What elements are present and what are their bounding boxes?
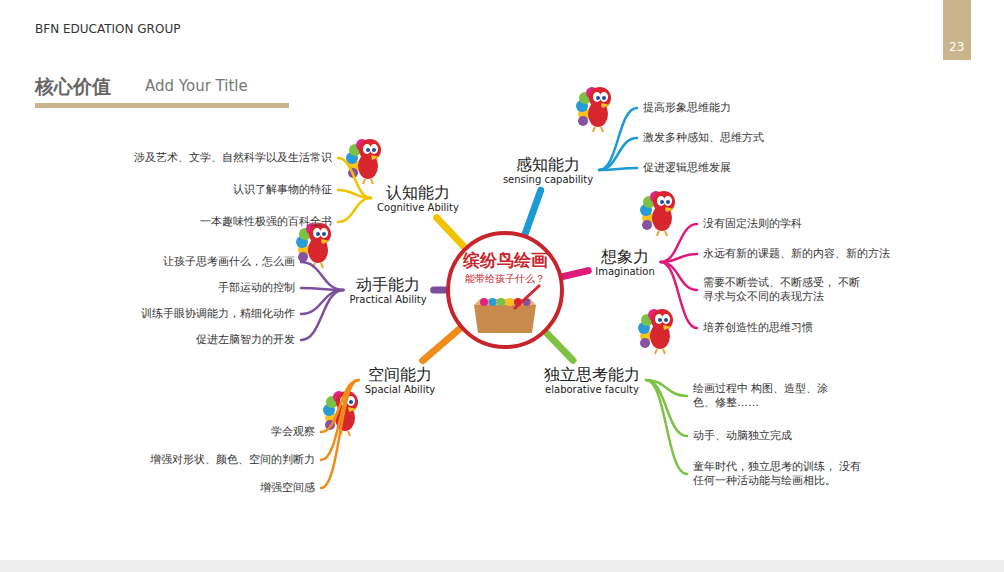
leaf-text-line: 增强空间感 <box>260 481 315 495</box>
center-subtitle: 能带给孩子什么？ <box>444 272 566 286</box>
leaf-text: 促进左脑智力的开发 <box>193 331 298 349</box>
center-title: 缤纷鸟绘画 <box>444 249 566 272</box>
title-underline <box>35 103 289 108</box>
sub-branch <box>301 290 343 314</box>
company-name: BFN EDUCATION GROUP <box>35 22 180 36</box>
sub-branch <box>338 190 371 198</box>
center-circle-outline <box>444 229 566 351</box>
leaf-text: 学会观察 <box>268 423 318 441</box>
branch-label: 空间能力Spacial Ability <box>361 363 440 398</box>
leaf-text-line: 促进左脑智力的开发 <box>196 333 295 347</box>
leaf-text-line: 认识了解事物的特征 <box>233 183 332 197</box>
branch-english: elaborative faculty <box>544 384 640 396</box>
branch-title: 认知能力 <box>377 183 459 202</box>
leaf-text-line: 没有固定法则的学科 <box>703 217 802 231</box>
leaf-text: 认识了解事物的特征 <box>230 181 335 199</box>
leaf-text-line: 学会观察 <box>271 425 315 439</box>
leaf-text-line: 提高形象思维能力 <box>643 101 731 115</box>
leaf-text: 培养创造性的思维习惯 <box>700 319 816 337</box>
main-branch <box>434 287 446 294</box>
leaf-text: 训练手眼协调能力，精细化动作 <box>138 305 298 323</box>
sub-branch <box>661 262 697 290</box>
main-branch <box>423 328 461 360</box>
leaf-text-line: 训练手眼协调能力，精细化动作 <box>141 307 295 321</box>
branch-english: Spacial Ability <box>365 384 436 396</box>
leaf-text: 一本趣味性极强的百科全书 <box>197 213 335 231</box>
branch-english: Imagination <box>595 266 655 278</box>
page-tab <box>943 0 971 60</box>
page-number: 23 <box>949 40 964 54</box>
leaf-text-line: 需要不断尝试、不断感受， 不断寻求与众不同的表现方法 <box>703 276 865 304</box>
sub-branch <box>599 108 637 170</box>
parrot-icon <box>576 87 611 132</box>
leaf-text-line: 永远有新的课题、新的内容、新的方法 <box>703 247 890 261</box>
leaf-text: 动手、动脑独立完成 <box>690 427 795 445</box>
leaf-text: 提高形象思维能力 <box>640 99 734 117</box>
footer-band <box>0 560 1004 572</box>
leaf-text-line: 培养创造性的思维习惯 <box>703 321 813 335</box>
leaf-text: 需要不断尝试、不断感受， 不断寻求与众不同的表现方法 <box>700 274 868 306</box>
leaf-text-line: 手部运动的控制 <box>218 281 295 295</box>
sub-branch <box>661 224 697 262</box>
leaf-text: 让孩子思考画什么，怎么画 <box>160 253 298 271</box>
leaf-text-line: 激发多种感知、思维方式 <box>643 131 764 145</box>
parrot-icon <box>346 139 381 184</box>
leaf-text-line: 童年时代，独立思考的训练， 没有任何一种活动能与绘画相比。 <box>693 460 863 488</box>
sub-branch <box>321 380 359 488</box>
main-branch <box>546 332 573 360</box>
leaf-text: 促进逻辑思维发展 <box>640 159 734 177</box>
leaf-text: 绘画过程中 构图、造型、涂色、修整…… <box>690 380 840 412</box>
parrot-icon <box>640 191 675 236</box>
branch-label: 感知能力sensing capability <box>499 153 597 188</box>
branch-title: 独立思考能力 <box>544 365 640 384</box>
sub-branch <box>301 262 343 290</box>
main-branch <box>562 271 588 277</box>
sub-branch <box>599 168 637 170</box>
branch-title: 想象力 <box>595 247 655 266</box>
leaf-text: 增强空间感 <box>257 479 318 497</box>
leaf-text-line: 涉及艺术、文学、自然科学以及生活常识 <box>134 151 332 165</box>
leaf-text-line: 增强对形状、颜色、空间的判断力 <box>150 453 315 467</box>
leaf-text: 童年时代，独立思考的训练， 没有任何一种活动能与绘画相比。 <box>690 458 866 490</box>
branch-english: Cognitive Ability <box>377 202 459 214</box>
leaf-text-line: 促进逻辑思维发展 <box>643 161 731 175</box>
slide-title: 核心价值 <box>35 74 111 100</box>
branch-title: 感知能力 <box>503 155 593 174</box>
branch-title: 动手能力 <box>349 275 426 294</box>
main-branch <box>525 190 541 234</box>
leaf-text-line: 让孩子思考画什么，怎么画 <box>163 255 295 269</box>
leaf-text: 永远有新的课题、新的内容、新的方法 <box>700 245 893 263</box>
sub-branch <box>338 158 371 198</box>
branch-english: Practical Ability <box>349 294 426 306</box>
sub-branch <box>321 380 359 460</box>
sub-branch <box>661 254 697 262</box>
branch-title: 空间能力 <box>365 365 436 384</box>
main-branch <box>437 218 465 247</box>
leaf-text: 没有固定法则的学科 <box>700 215 805 233</box>
leaf-text: 增强对形状、颜色、空间的判断力 <box>147 451 318 469</box>
branch-label: 想象力Imagination <box>591 245 659 280</box>
leaf-text: 涉及艺术、文学、自然科学以及生活常识 <box>131 149 335 167</box>
leaf-text-line: 绘画过程中 构图、造型、涂色、修整…… <box>693 382 837 410</box>
subtitle: Add Your Title <box>145 77 248 95</box>
sub-branch <box>661 262 697 328</box>
leaf-text-line: 一本趣味性极强的百科全书 <box>200 215 332 229</box>
branch-english: sensing capability <box>503 174 593 186</box>
sub-branch <box>338 198 371 222</box>
leaf-text: 激发多种感知、思维方式 <box>640 129 767 147</box>
sub-branch <box>301 290 343 340</box>
sub-branch <box>599 138 637 170</box>
branch-label: 动手能力Practical Ability <box>345 273 430 308</box>
leaf-text: 手部运动的控制 <box>215 279 298 297</box>
leaf-text-line: 动手、动脑独立完成 <box>693 429 792 443</box>
center-circle: 缤纷鸟绘画能带给孩子什么？ <box>444 229 566 351</box>
sub-branch <box>646 380 687 474</box>
branch-label: 独立思考能力elaborative faculty <box>540 363 644 398</box>
parrot-icon <box>638 309 673 354</box>
branch-label: 认知能力Cognitive Ability <box>373 181 463 216</box>
